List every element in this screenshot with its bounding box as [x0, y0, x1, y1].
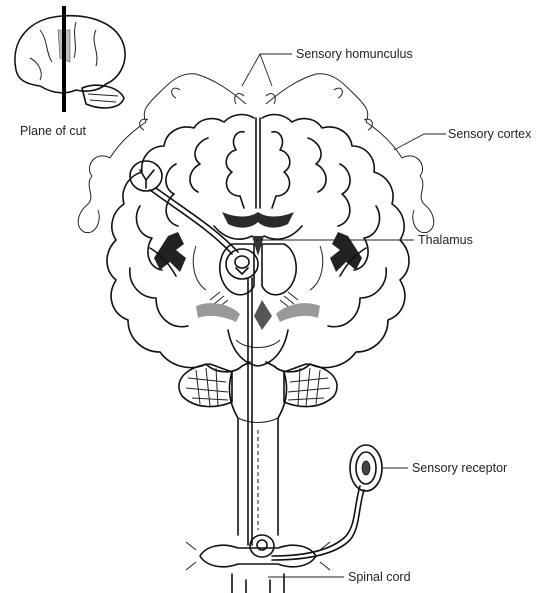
sensory-receptor-label: Sensory receptor: [412, 461, 507, 475]
cerebellum: [179, 364, 337, 407]
spinal-cord-label: Spinal cord: [348, 570, 411, 584]
plane-of-cut-inset: Plane of cut: [15, 6, 125, 138]
plane-of-cut-label: Plane of cut: [20, 124, 87, 138]
coronal-brain-section: [107, 115, 409, 372]
leader-homunculus: [242, 54, 292, 86]
leader-cortex: [394, 134, 446, 150]
thalamus-label: Thalamus: [418, 233, 473, 247]
sensory-homunculus-label: Sensory homunculus: [296, 47, 413, 61]
spinal-neuron-ring: [250, 535, 274, 557]
brainstem-spinal-cord: [186, 372, 330, 593]
sensory-cortex-label: Sensory cortex: [448, 127, 532, 141]
